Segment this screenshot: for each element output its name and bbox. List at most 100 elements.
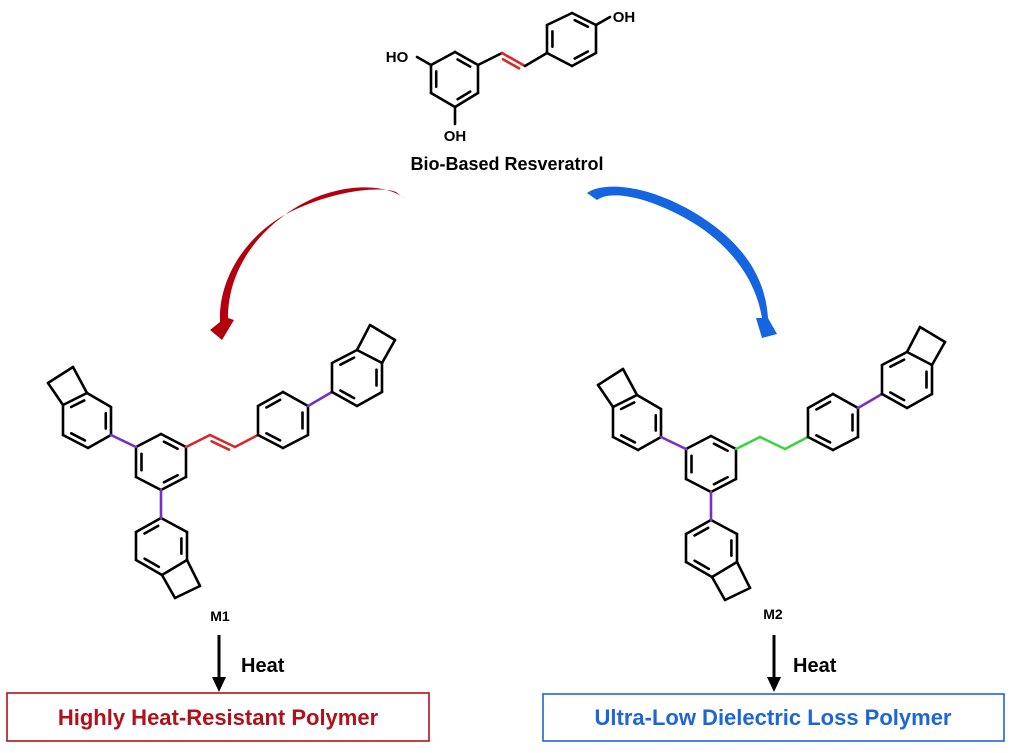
ring-bond [806, 392, 835, 410]
m2-label: M2 [763, 606, 783, 622]
ring-bond [453, 50, 480, 67]
ring-bond [86, 433, 113, 450]
ethylene-bond [783, 435, 810, 451]
resorcinol-ring [429, 50, 480, 109]
ring-bond [134, 432, 163, 449]
double-bond-inner [889, 358, 906, 369]
ring-bond [684, 477, 713, 494]
heat-label-m2: Heat [793, 655, 837, 677]
double-bond-inner [456, 90, 472, 101]
ring-bond [723, 586, 752, 602]
double-bond-inner [162, 473, 179, 484]
ring-bond [545, 11, 574, 27]
ethylene-bond [758, 435, 787, 451]
ring-bond [570, 51, 598, 68]
product-label-m1: Highly Heat-Resistant Polymer [58, 705, 379, 730]
ring-bond [453, 91, 480, 109]
ho-label: HO [386, 49, 409, 66]
ring-bond [159, 432, 188, 449]
ring-bond [831, 392, 860, 410]
ring-bond [621, 367, 639, 397]
central-ring [684, 434, 738, 494]
ring-bond [545, 51, 574, 68]
cyclobutane-right [355, 323, 397, 365]
phenol-ring [545, 11, 598, 68]
vinyl-bond [184, 433, 212, 449]
double-bond-inner [339, 356, 356, 367]
vinylene-bond [208, 433, 237, 449]
ring-bond [709, 434, 738, 451]
double-bond-inner [712, 475, 729, 486]
ring-bond [709, 477, 738, 494]
ring-vinyl-bond [476, 51, 504, 67]
bcb-benzene-bottom [684, 518, 739, 579]
ring-bond [905, 350, 934, 367]
ring-bond [281, 390, 310, 408]
heat-arrow-m1 [212, 635, 226, 692]
ring-bond [159, 516, 189, 534]
c-o-bond [415, 55, 433, 67]
ring-bond [61, 391, 89, 407]
double-bond-inner [619, 434, 637, 444]
resveratrol-title: Bio-Based Resveratrol [410, 154, 603, 174]
para-phenylene-ring [256, 390, 310, 450]
ring-bond [905, 392, 934, 410]
ring-bond [596, 383, 615, 409]
heat-arrow-m2 [767, 635, 781, 692]
ring-bond [173, 584, 202, 600]
oh-label-right: OH [613, 9, 636, 26]
ring-bond [281, 433, 310, 450]
vinyl-ring-bond [523, 51, 549, 68]
ring-bond [806, 435, 835, 452]
double-bond-inner [573, 50, 590, 60]
ring-bond [160, 558, 189, 577]
ring-bond [355, 323, 372, 352]
double-bond-inner [573, 18, 590, 29]
ring-bond [570, 11, 598, 27]
double-bond-inner [815, 433, 832, 444]
double-bond-inner [339, 389, 356, 400]
cyclobutane-bottom [160, 558, 202, 600]
ring-bond [355, 390, 384, 408]
ring-bond [710, 575, 727, 602]
ring-bond [355, 348, 384, 365]
ring-bond [330, 390, 359, 408]
monomer-m2-structure [596, 325, 947, 602]
ring-bond [831, 435, 860, 452]
ring-bond [368, 323, 397, 342]
resveratrol-structure [415, 11, 612, 126]
ring-bond [160, 573, 177, 600]
monomer-m1-structure [46, 323, 397, 600]
ring-bond [134, 475, 163, 492]
aryl-aryl-bond [109, 433, 138, 449]
double-bond-inner [69, 432, 87, 442]
ring-bond [635, 393, 663, 411]
ring-bond [684, 518, 713, 536]
aryl-aryl-bond [659, 435, 688, 451]
ring-bond [684, 560, 714, 579]
double-bond-inner [265, 398, 282, 409]
bcb-benzene-right [880, 350, 934, 410]
ring-bond [880, 350, 909, 367]
double-bond-inner [619, 401, 636, 411]
vinylene-bond-inner [210, 440, 231, 452]
bcb-benzene-left [61, 391, 113, 450]
ring-bond [256, 390, 285, 408]
vinylene-bond [500, 51, 527, 68]
double-bond-inner [889, 391, 906, 402]
product-label-m2: Ultra-Low Dielectric Loss Polymer [595, 705, 952, 730]
central-ring [134, 432, 188, 492]
double-bond-inner [265, 431, 282, 442]
ring-bond [185, 558, 202, 588]
double-bond-inner [693, 559, 711, 571]
product-box-m1 [6, 692, 430, 742]
ring-bond [611, 435, 640, 452]
ring-bond [596, 367, 625, 387]
aryl-aryl-bond [856, 392, 884, 410]
c-o-bond [594, 15, 612, 27]
ring-bond [61, 433, 90, 450]
ring-bond [330, 348, 359, 365]
double-bond-inner [693, 526, 710, 537]
bcb-benzene-right [330, 348, 384, 408]
